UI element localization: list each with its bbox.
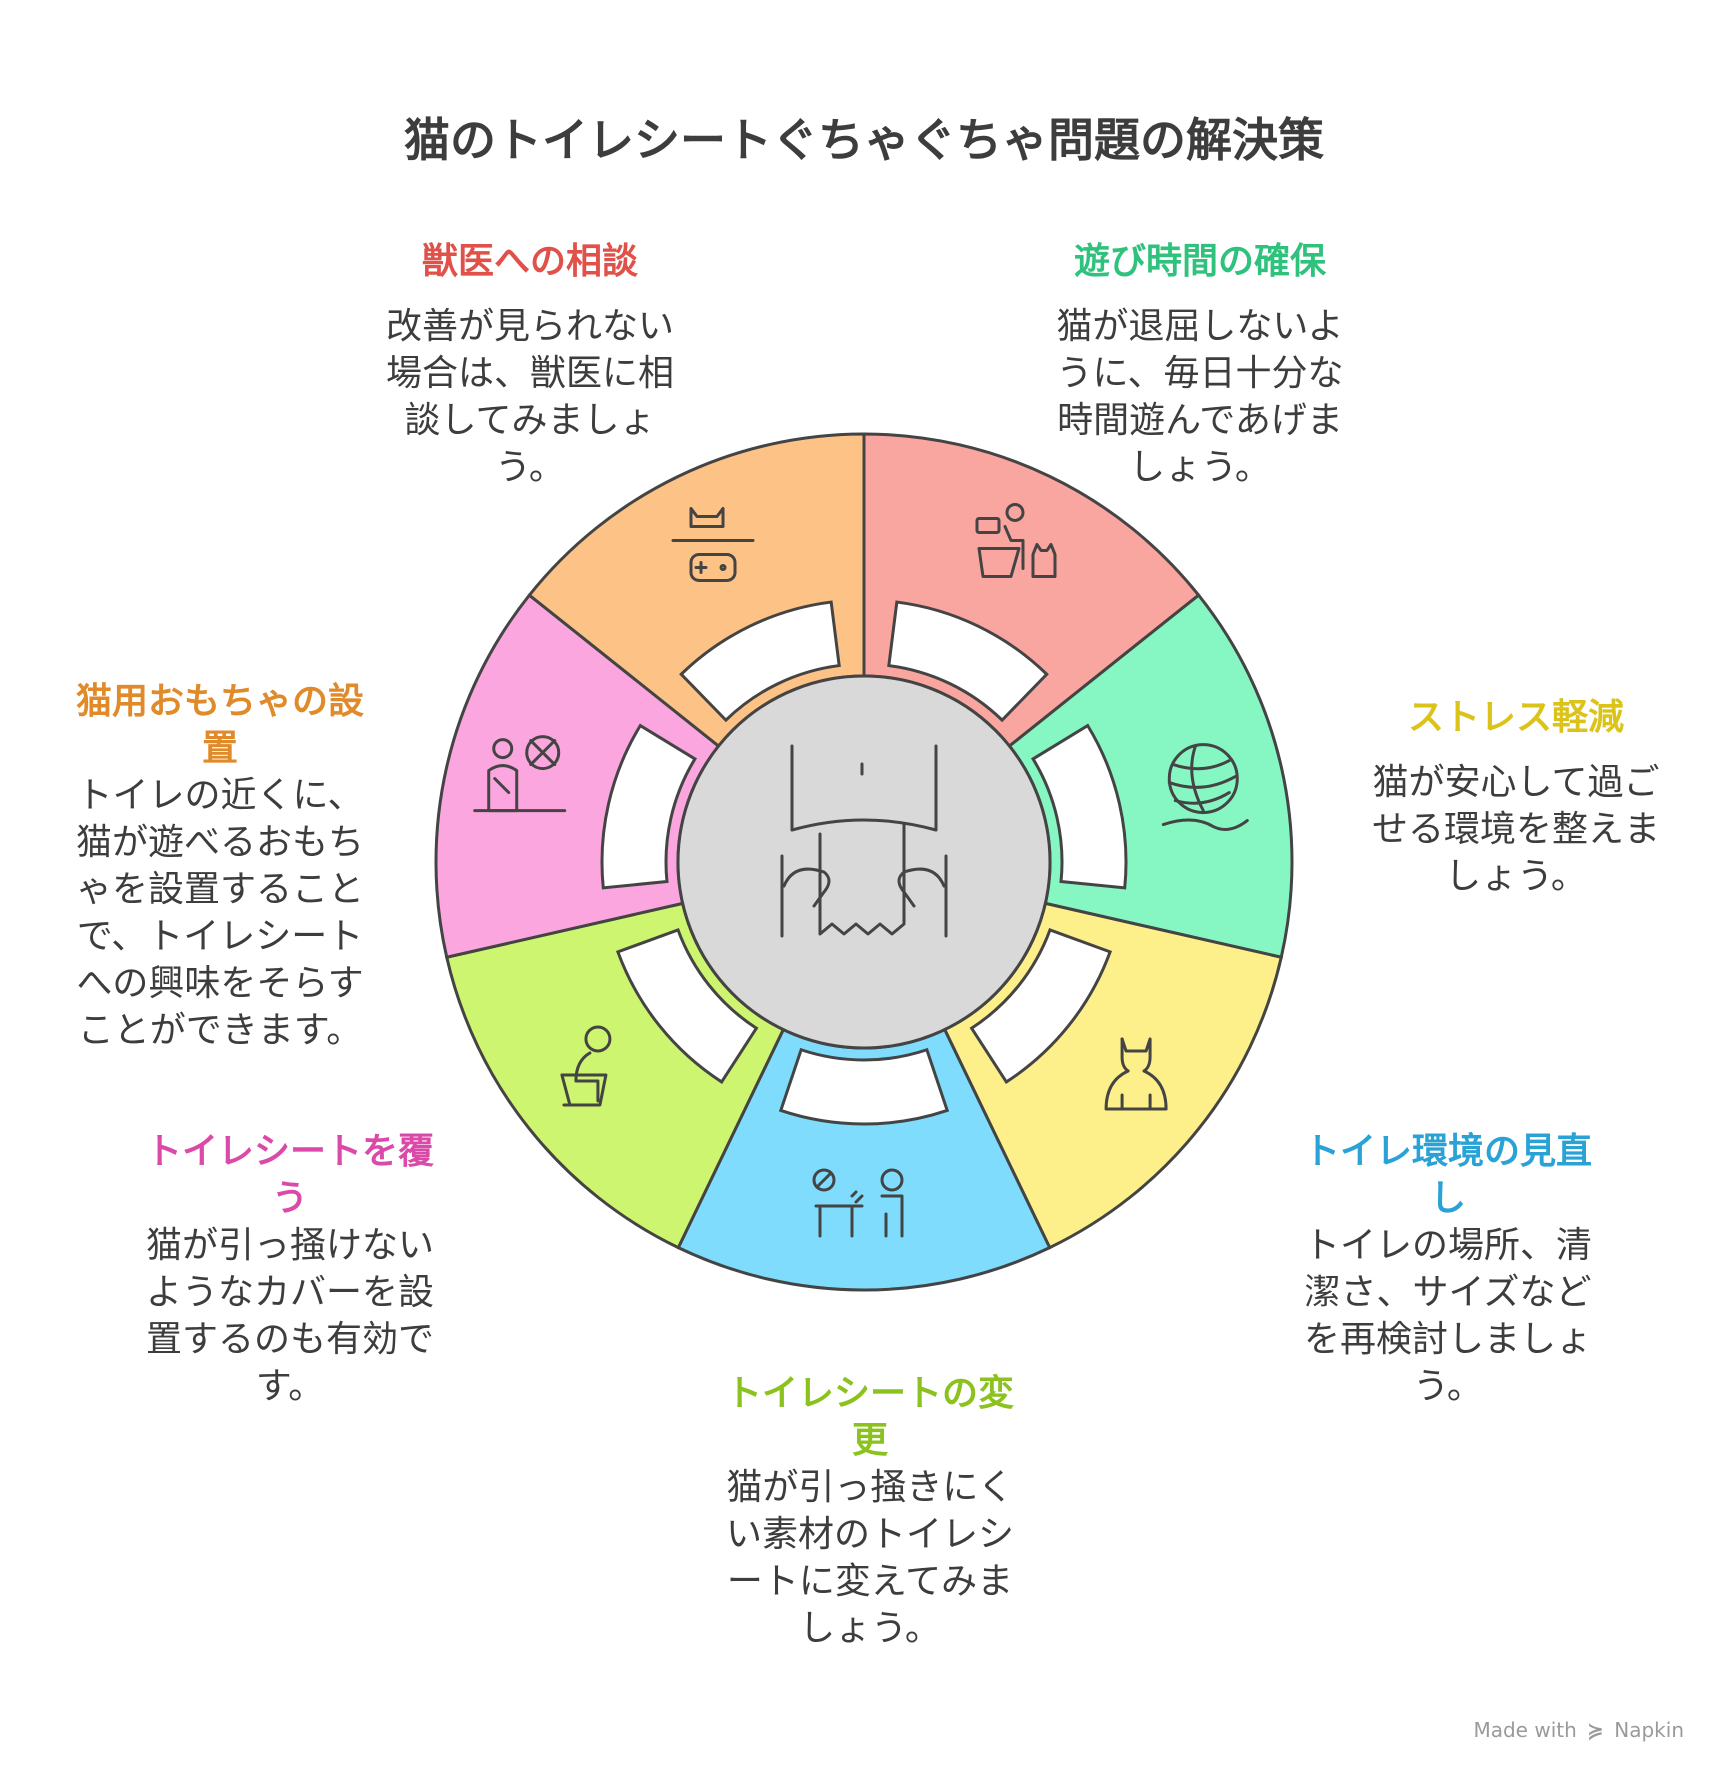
heading-line: 更 <box>851 1420 888 1461</box>
body-toys: トイレの近くに、 猫が遊べるおもち ゃを設置すること で、トイレシート への興味… <box>40 772 400 1054</box>
body-line: しょう。 <box>1445 856 1587 897</box>
gap-play <box>1030 723 1128 890</box>
body-line: す。 <box>255 1366 325 1407</box>
person-with-cat-icon <box>975 502 1057 578</box>
body-line: 改善が見られない <box>385 306 674 347</box>
text-block-vet: 獣医への相談 改善が見られない 場合は、獣医に相 談してみましょ う。 <box>350 238 710 491</box>
body-line: で、トイレシート <box>76 916 364 957</box>
body-vet: 改善が見られない 場合は、獣医に相 談してみましょ う。 <box>350 303 710 491</box>
body-line: を再検討しましょ <box>1303 1319 1592 1360</box>
gap-stress <box>969 927 1113 1085</box>
no-scratch-cover-icon <box>473 735 567 813</box>
text-block-stress: ストレス軽減 猫が安心して過ご せる環境を整えま しょう。 <box>1336 694 1696 900</box>
body-cover: 猫が引っ掻けない ようなカバーを設 置するのも有効で す。 <box>110 1222 470 1410</box>
body-line: 場合は、獣医に相 <box>385 353 674 394</box>
body-line: ようなカバーを設 <box>145 1272 434 1313</box>
heading-vet: 獣医への相談 <box>421 241 638 282</box>
heading-change: トイレシートの変 更 <box>690 1370 1050 1464</box>
heading-line: トイレシートを覆 <box>145 1131 434 1172</box>
body-line: い素材のトイレシ <box>725 1514 1014 1555</box>
body-line: う。 <box>1413 1366 1483 1407</box>
heading-environment: トイレ環境の見直 し <box>1268 1128 1628 1222</box>
sitting-cat-icon <box>1104 1037 1168 1111</box>
body-line: 談してみましょ <box>404 400 656 441</box>
heading-cover: トイレシートを覆 う <box>110 1128 470 1222</box>
body-line: せる環境を整えま <box>1371 809 1660 850</box>
text-block-environment: トイレ環境の見直 し トイレの場所、清 潔さ、サイズなど を再検討しましょ う。 <box>1268 1128 1628 1410</box>
body-environment: トイレの場所、清 潔さ、サイズなど を再検討しましょ う。 <box>1268 1222 1628 1410</box>
heading-play: 遊び時間の確保 <box>1073 241 1326 282</box>
heading-line: し <box>1429 1178 1466 1219</box>
gap-change <box>615 927 759 1085</box>
body-line: 猫が退屈しないよ <box>1056 306 1344 347</box>
gap-vet <box>887 600 1049 723</box>
watermark-brand: Napkin <box>1614 1718 1684 1742</box>
body-change: 猫が引っ掻きにく い素材のトイレシ ートに変えてみま しょう。 <box>690 1464 1050 1652</box>
body-line: トイレの場所、清 <box>1303 1225 1592 1266</box>
yarn-ball-icon <box>1161 743 1249 831</box>
text-block-change: トイレシートの変 更 猫が引っ掻きにく い素材のトイレシ ートに変えてみま しょ… <box>690 1370 1050 1652</box>
segment-icons <box>473 502 1249 1238</box>
gap-cover <box>600 723 698 890</box>
body-line: 猫が引っ掻けない <box>145 1225 434 1266</box>
person-on-potty-icon <box>560 1025 612 1107</box>
inner-gap-ring <box>600 600 1128 1126</box>
cat-toy-gamepad-icon <box>671 506 755 582</box>
heading-line: トイレ環境の見直 <box>1303 1131 1592 1172</box>
body-line: ことができます。 <box>77 1010 363 1051</box>
body-line: 潔さ、サイズなど <box>1304 1272 1592 1313</box>
torn-toilet-sheet-icon <box>780 744 948 938</box>
gap-toys <box>679 600 841 723</box>
text-block-toys: 猫用おもちゃの設 置 トイレの近くに、 猫が遊べるおもち ゃを設置すること で、… <box>40 678 400 1054</box>
body-line: う。 <box>495 447 565 488</box>
body-line: ゃを設置すること <box>75 869 364 910</box>
body-line: 猫が引っ掻きにく <box>726 1467 1014 1508</box>
page-title: 猫のトイレシートぐちゃぐちゃ問題の解決策 <box>404 113 1324 167</box>
body-stress: 猫が安心して過ご せる環境を整えま しょう。 <box>1336 759 1696 900</box>
body-line: への興味をそらす <box>76 963 364 1004</box>
body-line: ートに変えてみま <box>726 1561 1014 1602</box>
text-block-play: 遊び時間の確保 猫が退屈しないよ うに、毎日十分な 時間遊んであげま しょう。 <box>1020 238 1380 491</box>
text-block-cover: トイレシートを覆 う 猫が引っ掻けない ようなカバーを設 置するのも有効で す。 <box>110 1128 470 1410</box>
made-with-napkin-watermark: Made with ≽ Napkin <box>1473 1718 1684 1742</box>
body-line: うに、毎日十分な <box>1056 353 1344 394</box>
heading-line: う <box>271 1178 308 1219</box>
body-line: トイレの近くに、 <box>76 775 364 816</box>
heading-stress: ストレス軽減 <box>1407 697 1624 738</box>
body-play: 猫が退屈しないよ うに、毎日十分な 時間遊んであげま しょう。 <box>1020 303 1380 491</box>
heading-line: トイレシートの変 <box>725 1373 1014 1414</box>
watermark-prefix: Made with <box>1473 1718 1577 1742</box>
person-cleaning-icon <box>812 1168 904 1238</box>
center-hub <box>676 674 1052 1050</box>
body-line: しょう。 <box>799 1608 941 1649</box>
body-line: 時間遊んであげま <box>1057 400 1343 441</box>
napkin-logo-icon: ≽ <box>1587 1718 1604 1742</box>
body-line: しょう。 <box>1129 447 1271 488</box>
gap-environment <box>778 1047 950 1126</box>
heading-line: 置 <box>201 728 238 769</box>
heading-line: 猫用おもちゃの設 <box>75 681 364 722</box>
body-line: 置するのも有効で <box>145 1319 434 1360</box>
body-line: 猫が遊べるおもち <box>75 822 364 863</box>
heading-toys: 猫用おもちゃの設 置 <box>40 678 400 772</box>
body-line: 猫が安心して過ご <box>1372 762 1660 803</box>
